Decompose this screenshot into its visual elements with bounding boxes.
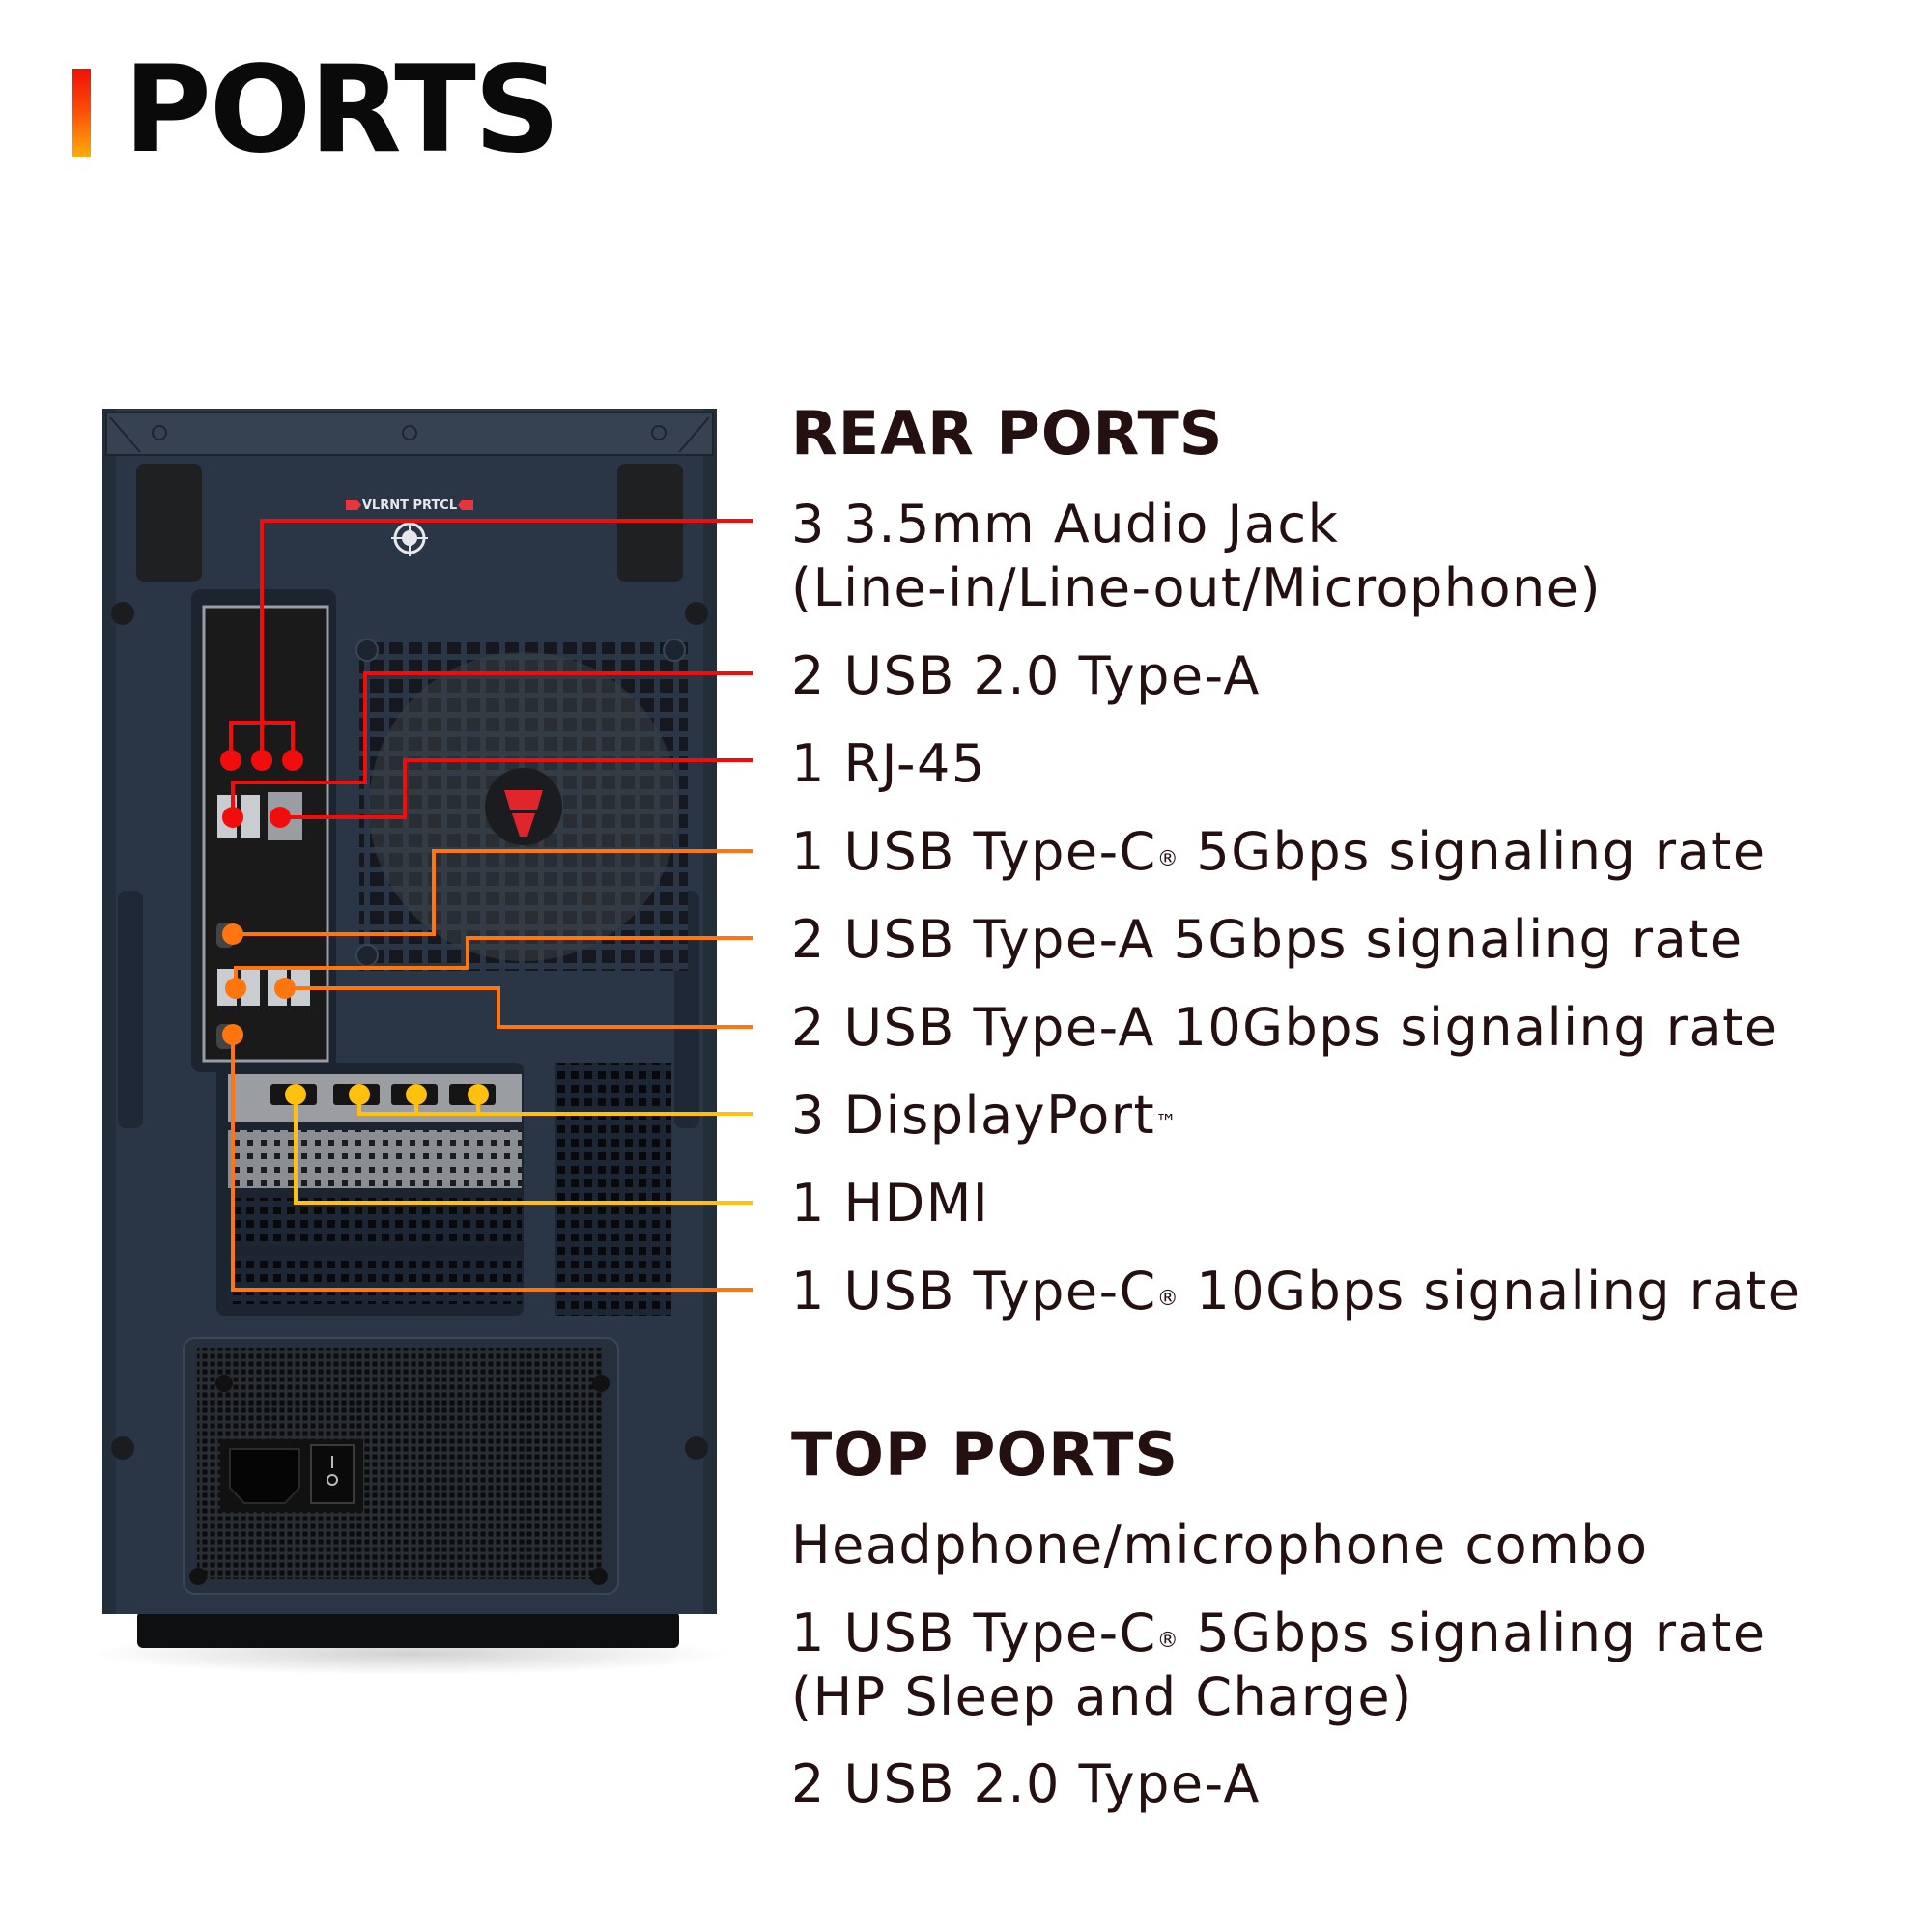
title-accent-bar <box>72 69 91 157</box>
top-port-headphone-combo: Headphone/microphone combo <box>791 1515 1649 1576</box>
rear-port-displayport: 3 DisplayPort™ <box>791 1085 1178 1146</box>
top-port-usb2: 2 USB 2.0 Type-A <box>791 1753 1261 1814</box>
top-ports-heading: TOP PORTS <box>791 1419 1179 1490</box>
rear-port-rj45: 1 RJ-45 <box>791 733 986 794</box>
rear-port-usbc-5g: 1 USB Type-C® 5Gbps signaling rate <box>791 821 1767 882</box>
rear-port-usba-5g: 2 USB Type-A 5Gbps signaling rate <box>791 909 1744 970</box>
rear-port-usb2: 2 USB 2.0 Type-A <box>791 645 1261 706</box>
top-port-usbc-5g: 1 USB Type-C® 5Gbps signaling rate (HP S… <box>791 1603 1767 1727</box>
rear-port-usbc-10g: 1 USB Type-C® 10Gbps signaling rate <box>791 1261 1802 1321</box>
case-brand-label: VLRNT PRTCL <box>362 498 457 513</box>
rear-port-audio-jack: 3 3.5mm Audio Jack (Line-in/Line-out/Mic… <box>791 494 1603 618</box>
product-image: VLRNT PRTCL <box>0 0 773 1700</box>
rear-ports-heading: REAR PORTS <box>791 398 1224 469</box>
rear-port-usba-10g: 2 USB Type-A 10Gbps signaling rate <box>791 997 1778 1058</box>
page-title: PORTS <box>124 41 560 180</box>
rear-port-hdmi: 1 HDMI <box>791 1173 990 1234</box>
